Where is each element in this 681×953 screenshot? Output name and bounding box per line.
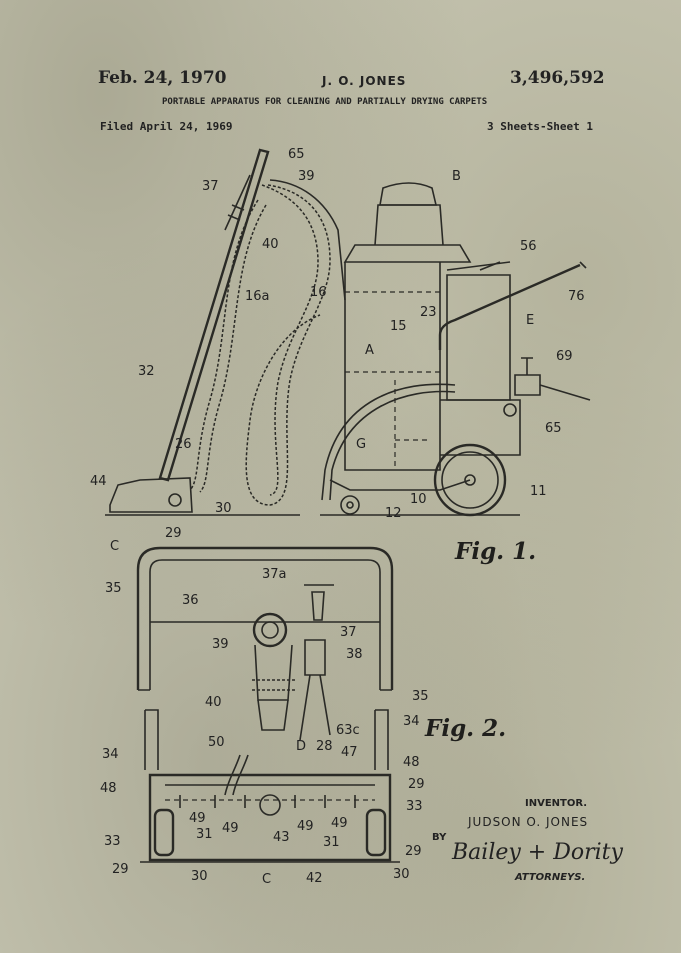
ref-label: B: [452, 169, 461, 184]
ref-label: 40: [205, 695, 222, 710]
ref-label: 32: [138, 364, 155, 379]
ref-label: 23: [420, 305, 437, 320]
ref-label: 30: [215, 501, 232, 516]
ref-label: 65: [545, 421, 562, 436]
ref-label: 44: [90, 474, 107, 489]
ref-label: C: [262, 872, 271, 887]
ref-label: 28: [316, 739, 333, 754]
ref-label: 49: [222, 821, 239, 836]
ref-label: 34: [102, 747, 119, 762]
inventor-short-name: J. O. JONES: [322, 74, 407, 88]
inventor-name: JUDSON O. JONES: [468, 815, 589, 829]
attorneys-label: ATTORNEYS.: [515, 872, 586, 883]
ref-label: 42: [306, 871, 323, 886]
ref-label: 33: [406, 799, 423, 814]
ref-label: 50: [208, 735, 225, 750]
ref-label: 36: [182, 593, 199, 608]
patent-date: Feb. 24, 1970: [98, 68, 227, 88]
ref-label: 49: [189, 811, 206, 826]
ref-label: 65: [288, 147, 305, 162]
fig2-reference-labels: 37a 35 36 39 37 38 40 35 63c 34 50 D 28 …: [100, 567, 429, 887]
ref-label: 30: [191, 869, 208, 884]
filed-date: Filed April 24, 1969: [100, 120, 233, 133]
fig2-label: Fig. 2.: [425, 715, 507, 742]
ref-label: 29: [165, 526, 182, 541]
fig1-reference-labels: 65 39 37 B 40 56 16a 16 76 23 15 E 32 A …: [90, 147, 585, 554]
ref-label: 38: [346, 647, 363, 662]
ref-label: 69: [556, 349, 573, 364]
ref-label: 37: [202, 179, 219, 194]
ref-label: 29: [405, 844, 422, 859]
ref-label: 76: [568, 289, 585, 304]
ref-label: 11: [530, 484, 547, 499]
ref-label: D: [296, 739, 306, 754]
ref-label: 31: [196, 827, 213, 842]
patent-title: PORTABLE APPARATUS FOR CLEANING AND PART…: [162, 97, 488, 107]
ref-label: 10: [410, 492, 427, 507]
ref-label: 37a: [262, 567, 287, 582]
ref-label: 33: [104, 834, 121, 849]
ref-label: 15: [390, 319, 407, 334]
ref-label: C: [110, 539, 119, 554]
patent-number: 3,496,592: [510, 68, 605, 88]
sheet-count: 3 Sheets-Sheet 1: [487, 120, 593, 133]
ref-label: 49: [331, 816, 348, 831]
inventor-label: INVENTOR.: [525, 798, 588, 809]
ref-label: 40: [262, 237, 279, 252]
ref-label: 16a: [245, 289, 270, 304]
ref-label: 30: [393, 867, 410, 882]
ref-label: 37: [340, 625, 357, 640]
ref-label: 35: [105, 581, 122, 596]
ref-label: E: [526, 313, 534, 328]
ref-label: 29: [408, 777, 425, 792]
ref-label: 16: [310, 285, 327, 300]
ref-label: 63c: [336, 723, 360, 738]
fig1-label: Fig. 1.: [455, 538, 537, 565]
ref-label: 43: [273, 830, 290, 845]
ref-label: 12: [385, 506, 402, 521]
by-label: BY: [432, 832, 447, 843]
ref-label: G: [356, 437, 366, 452]
ref-label: 48: [100, 781, 117, 796]
ref-label: 31: [323, 835, 340, 850]
ref-label: 56: [520, 239, 537, 254]
ref-label: 39: [212, 637, 229, 652]
ref-label: 48: [403, 755, 420, 770]
ref-label: 35: [412, 689, 429, 704]
fig2-drawing: [136, 546, 400, 863]
attorney-signature: Bailey + Dority: [452, 840, 623, 865]
ref-label: 34: [403, 714, 420, 729]
ref-label: A: [365, 343, 374, 358]
ref-label: 26: [175, 437, 192, 452]
ref-label: 39: [298, 169, 315, 184]
fig1-drawing: [105, 148, 591, 517]
ref-label: 49: [297, 819, 314, 834]
ref-label: 29: [112, 862, 129, 877]
ref-label: 47: [341, 745, 358, 760]
